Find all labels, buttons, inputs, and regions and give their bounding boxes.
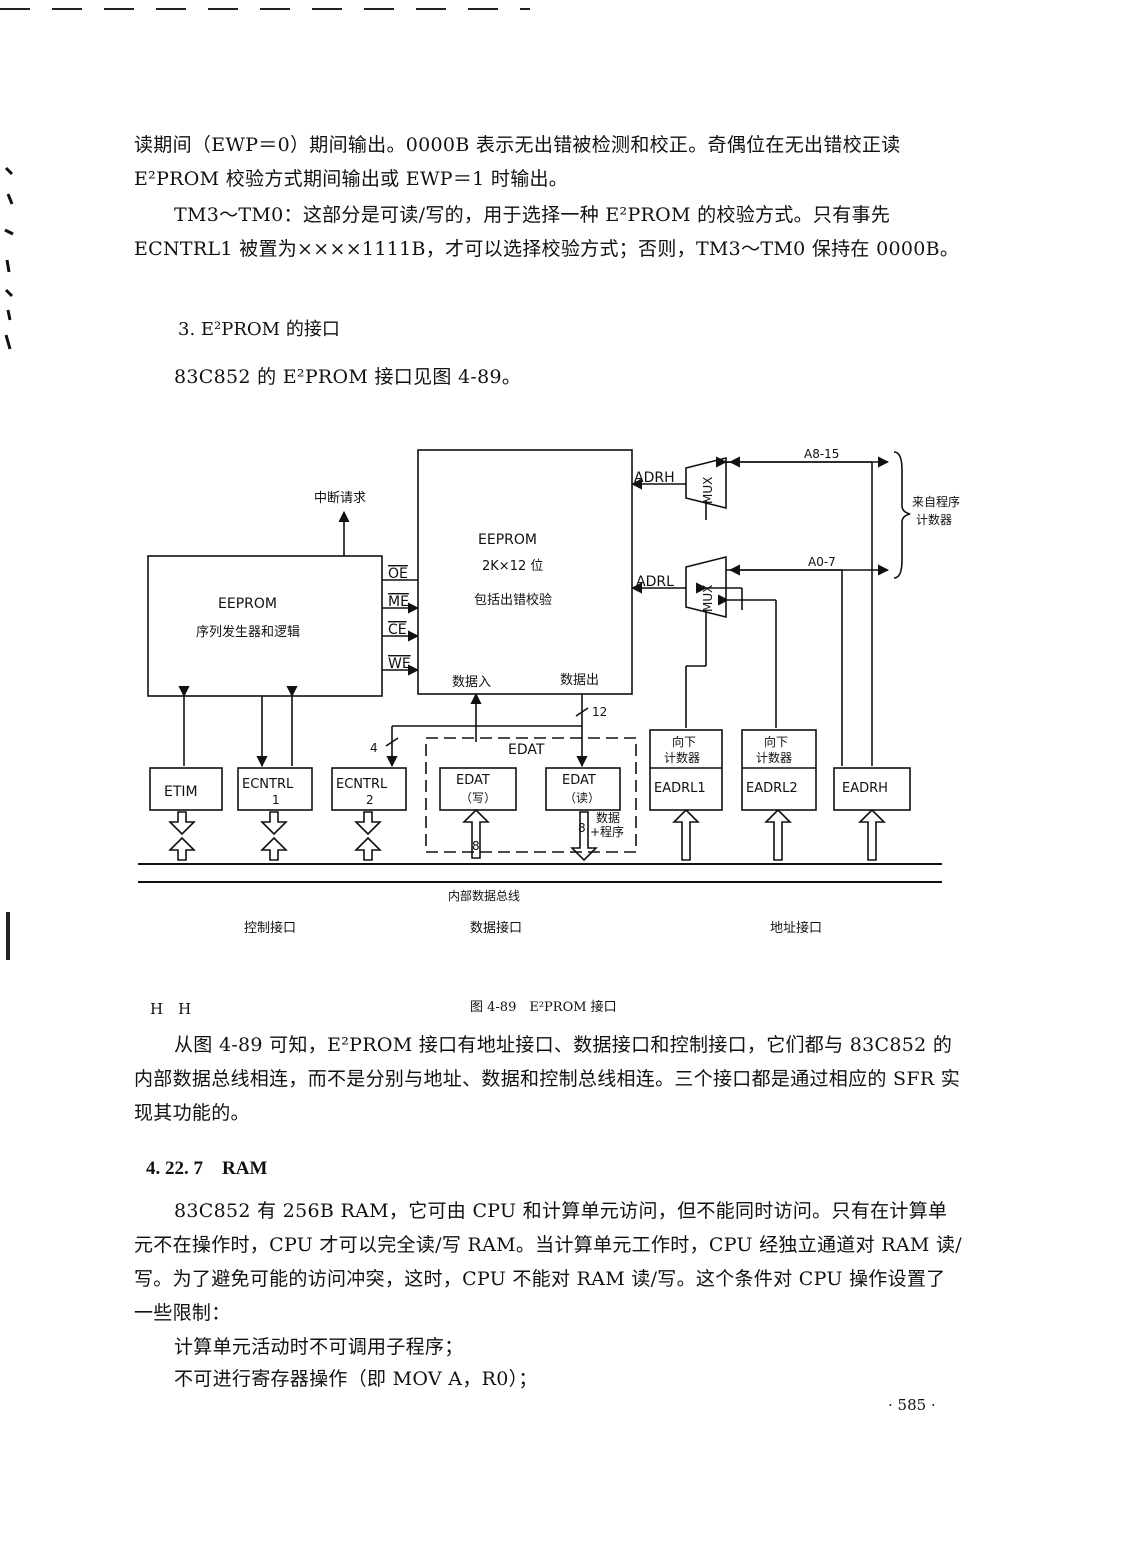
- a815-label: A8-15: [804, 447, 839, 461]
- edat-read-label-a: EDAT: [562, 773, 596, 788]
- bus-8a-label: 8: [472, 839, 480, 853]
- mux-low: [685, 555, 727, 619]
- bus-8b-label: 8: [578, 821, 586, 835]
- eeprom-main-desc: 包括出错校验: [474, 592, 552, 608]
- ecntrl1-box: [237, 767, 313, 811]
- mux-high-label: MUX: [701, 477, 715, 504]
- ecntrl1-label-b: 1: [272, 793, 280, 807]
- internal-bus-label: 内部数据总线: [448, 888, 520, 903]
- eadrl2-label: EADRL2: [746, 781, 798, 796]
- data-prog-label-1: 数据: [596, 810, 620, 825]
- paragraph-5: 83C852 有 256B RAM，它可由 CPU 和计算单元访问，但不能同时访…: [134, 1200, 962, 1324]
- adrl-label: ADRL: [636, 574, 674, 590]
- eadrl1-label: EADRL1: [654, 781, 706, 796]
- subsection-heading: 3. E²PROM 的接口: [178, 319, 340, 340]
- data-prog-label-2: +程序: [590, 824, 624, 839]
- margin-scan-bar: [6, 912, 10, 960]
- ecntrl1-label-a: ECNTRL: [242, 777, 294, 792]
- from-pc-label-2: 计数器: [916, 512, 952, 527]
- oe-label: OE: [388, 566, 408, 582]
- eeprom-main-size: 2K×12 位: [482, 559, 543, 574]
- figure-caption: 图 4-89 E²PROM 接口: [470, 1000, 617, 1015]
- control-interface-label: 控制接口: [244, 920, 296, 936]
- top-dashed-rule: [0, 8, 530, 10]
- ecntrl2-box: [331, 767, 407, 811]
- countdown1-label-b: 计数器: [664, 750, 700, 765]
- paragraph-2: TM3～TM0：这部分是可读/写的，用于选择一种 E²PROM 的校验方式。只有…: [134, 204, 960, 260]
- seq-title: EEPROM: [218, 596, 277, 612]
- eeprom-main-title: EEPROM: [478, 532, 537, 548]
- edat-read-label-b: （读）: [564, 791, 600, 805]
- ecntrl2-label-b: 2: [366, 793, 374, 807]
- paragraph-7: 不可进行寄存器操作（即 MOV A，R0）；: [174, 1368, 538, 1390]
- edat-group-label: EDAT: [508, 742, 545, 758]
- figure-eeprom-interface: 中断请求 EEPROM 2K×12 位 包括出错校验 数据入 数据出 EEPRO…: [138, 447, 960, 936]
- data-in-label: 数据入: [452, 675, 491, 690]
- bus-4-label: 4: [370, 741, 378, 755]
- etim-box: [149, 767, 223, 811]
- ce-label: CE: [388, 622, 407, 638]
- countdown2-label-a: 向下: [764, 734, 788, 749]
- countdown2-label-b: 计数器: [756, 750, 792, 765]
- etim-label: ETIM: [164, 784, 198, 800]
- edat-write-label-b: （写）: [460, 791, 496, 805]
- paragraph-3: 83C852 的 E²PROM 接口见图 4-89。: [174, 366, 522, 388]
- mux-high: [685, 456, 727, 510]
- bus-12-label: 12: [592, 705, 607, 719]
- interrupt-label: 中断请求: [314, 491, 366, 506]
- data-interface-label: 数据接口: [470, 920, 522, 936]
- data-out-label: 数据出: [560, 673, 599, 688]
- seq-desc: 序列发生器和逻辑: [196, 624, 300, 640]
- edat-write-label-a: EDAT: [456, 773, 490, 788]
- adrh-label: ADRH: [634, 470, 675, 486]
- section-heading-ram: 4. 22. 7 RAM: [146, 1158, 268, 1179]
- me-label: ME: [388, 594, 409, 610]
- countdown1-label-a: 向下: [672, 734, 696, 749]
- margin-scan-marks: [2, 160, 16, 360]
- stray-marks: H H: [150, 1000, 192, 1018]
- edat-read-box: [545, 767, 621, 811]
- bus-arrows: [168, 808, 886, 862]
- we-label: WE: [388, 656, 411, 672]
- from-pc-label-1: 来自程序: [912, 494, 960, 509]
- eeprom-sequencer-block: [147, 555, 383, 697]
- a07-label: A0-7: [808, 555, 836, 569]
- eeprom-main-block: [417, 449, 633, 695]
- paragraph-1: 读期间（EWP＝0）期间输出。0000B 表示无出错被检测和校正。奇偶位在无出错…: [134, 134, 901, 190]
- eadrh-label: EADRH: [842, 781, 888, 796]
- paragraph-6: 计算单元活动时不可调用子程序；: [174, 1336, 464, 1358]
- address-interface-label: 地址接口: [770, 920, 822, 936]
- page-number: · 585 ·: [888, 1396, 936, 1414]
- mux-low-label: MUX: [701, 585, 715, 612]
- ecntrl2-label-a: ECNTRL: [336, 777, 388, 792]
- paragraph-4: 从图 4-89 可知，E²PROM 接口有地址接口、数据接口和控制接口，它们都与…: [134, 1034, 961, 1124]
- edat-write-box: [439, 767, 517, 811]
